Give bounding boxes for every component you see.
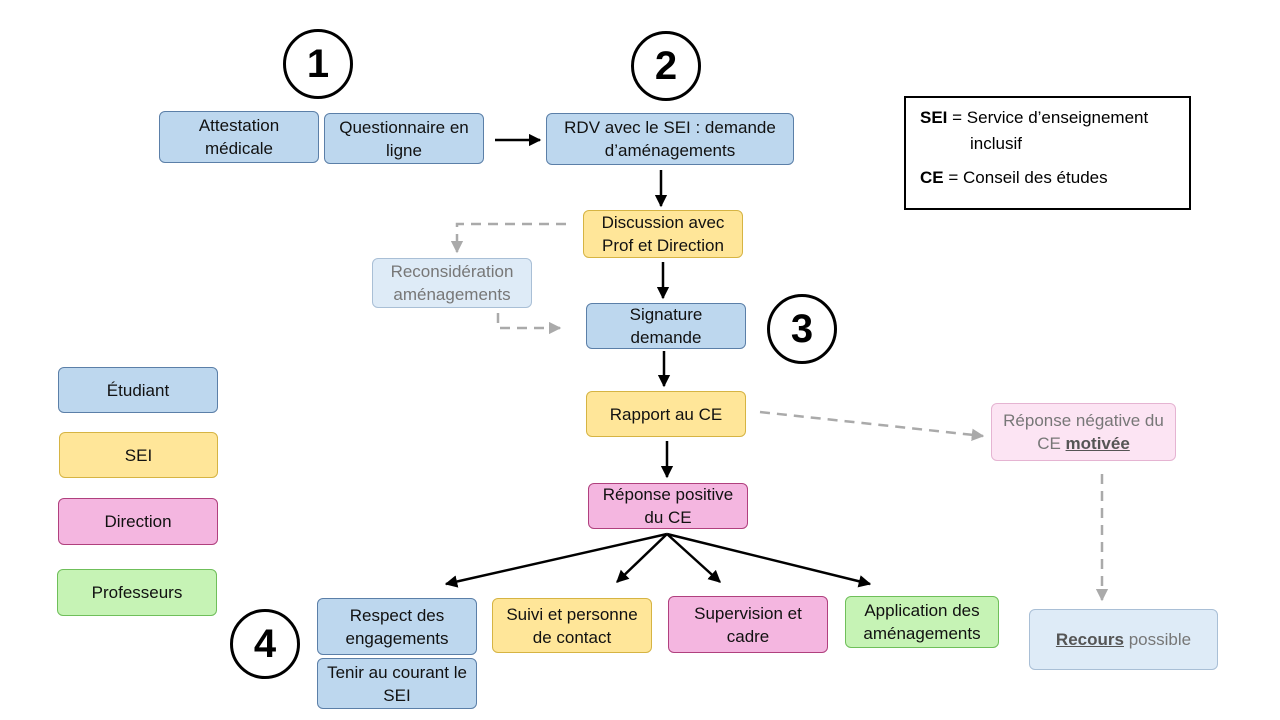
box-rdv-sei: RDV avec le SEI : demande d’aménagements <box>546 113 794 165</box>
arrow-rapport-to-negative <box>759 410 985 442</box>
box-tenir-au-courant: Tenir au courant le SEI <box>317 658 477 709</box>
glossary-sei-abbr: SEI <box>920 108 948 127</box>
box-signature: Signature demande <box>586 303 746 349</box>
box-respect-engagements: Respect des engagements <box>317 598 477 655</box>
box-reponse-negative: Réponse négative du CE motivée <box>991 403 1176 461</box>
glossary-ce-def: = Conseil des études <box>948 168 1108 187</box>
arrow-reponse-to-suivi <box>616 533 668 583</box>
reponse-negative-text: Réponse négative du CE <box>1003 411 1164 453</box>
box-suivi-contact: Suivi et personne de contact <box>492 598 652 653</box>
box-supervision-cadre: Supervision et cadre <box>668 596 828 653</box>
glossary-sei-line: SEI = Service d’enseignement <box>920 105 1175 131</box>
box-reponse-positive: Réponse positive du CE <box>588 483 748 529</box>
legend-sei: SEI <box>59 432 218 478</box>
step-number-1: 1 <box>283 29 353 99</box>
box-discussion: Discussion avec Prof et Direction <box>583 210 743 258</box>
legend-direction: Direction <box>58 498 218 545</box>
recours-emphasis: Recours <box>1055 630 1124 649</box>
box-application-amenagements: Application des aménagements <box>845 596 999 648</box>
box-attestation-medicale: Attestation médicale <box>159 111 319 163</box>
reponse-negative-emphasis: motivée <box>1065 434 1130 453</box>
step-number-3: 3 <box>767 294 837 364</box>
arrow-reponse-to-supervision <box>666 533 721 583</box>
glossary-sei-def-line2: inclusif <box>970 134 1022 153</box>
glossary-sei-def: = Service d’enseignement <box>952 108 1149 127</box>
step-number-4: 4 <box>230 609 300 679</box>
box-questionnaire-en-ligne: Questionnaire en ligne <box>324 113 484 164</box>
box-reconsideration: Reconsidération aménagements <box>372 258 532 308</box>
recours-text: possible <box>1128 630 1192 649</box>
glossary-ce-abbr: CE <box>920 168 944 187</box>
box-recours: Recours possible <box>1029 609 1218 670</box>
legend-professeurs: Professeurs <box>57 569 217 616</box>
glossary-ce-line: CE = Conseil des études <box>920 165 1175 191</box>
legend-etudiant: Étudiant <box>58 367 218 413</box>
arrow-discussion-to-reconsideration <box>450 222 566 254</box>
glossary-box: SEI = Service d’enseignement inclusif CE… <box>904 96 1191 210</box>
box-rapport-ce: Rapport au CE <box>586 391 746 437</box>
arrow-reconsideration-to-signature <box>496 313 562 335</box>
step-number-2: 2 <box>631 31 701 101</box>
arrow-reponse-to-respect <box>444 532 668 588</box>
arrow-reponse-to-application <box>666 532 872 588</box>
